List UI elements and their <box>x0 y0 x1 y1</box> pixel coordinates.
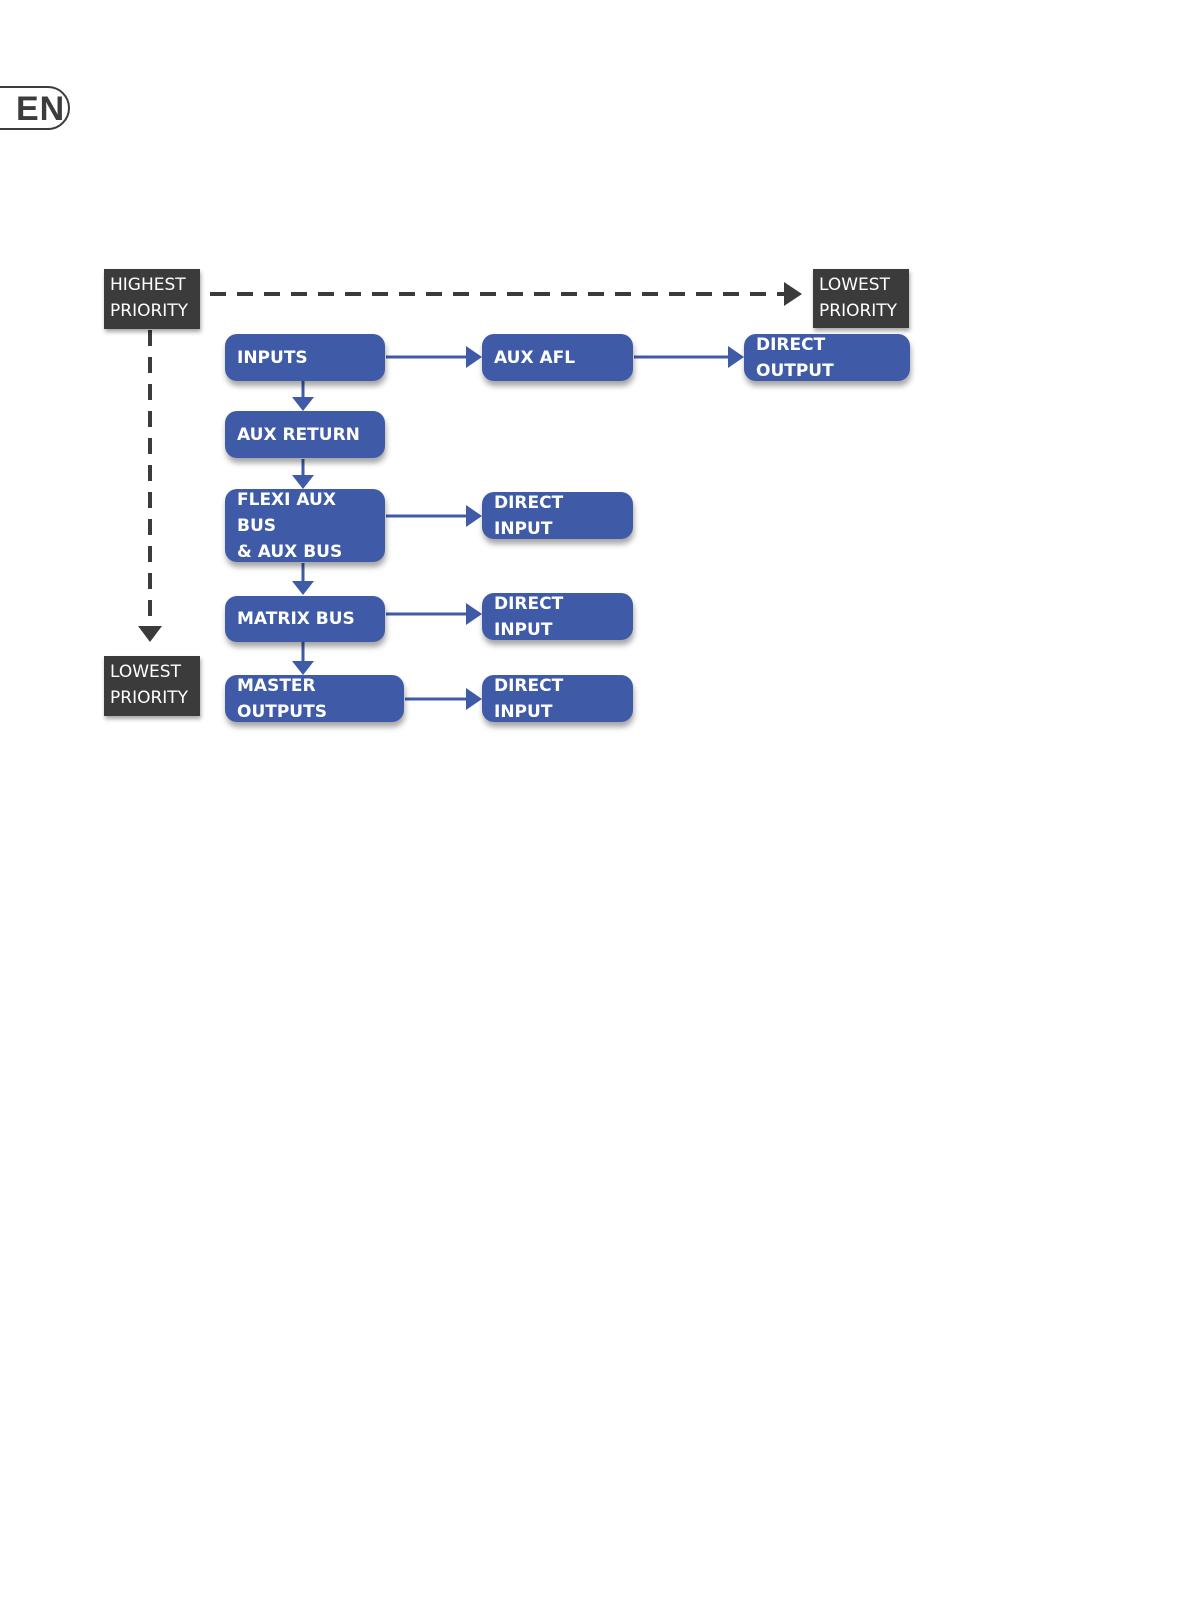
node-direct-input-2: DIRECT INPUT <box>482 593 633 640</box>
priority-arrowhead-right <box>784 282 802 306</box>
node-direct-input-3: DIRECT INPUT <box>482 675 633 722</box>
node-inputs: INPUTS <box>225 334 385 381</box>
arrowhead-direct-input-3 <box>466 688 482 710</box>
highest-priority-label: HIGHEST PRIORITY <box>104 269 200 329</box>
node-master-outputs: MASTER OUTPUTS <box>225 675 404 722</box>
lowest-priority-label-right: LOWEST PRIORITY <box>813 269 909 328</box>
arrowhead-aux-return <box>292 397 314 411</box>
lowest-priority-label-bottom: LOWEST PRIORITY <box>104 656 200 716</box>
priority-flow-diagram: HIGHEST PRIORITY LOWEST PRIORITY LOWEST … <box>0 0 1191 760</box>
node-direct-output: DIRECT OUTPUT <box>744 334 910 381</box>
arrowhead-direct-input-2 <box>466 603 482 625</box>
node-direct-input-1: DIRECT INPUT <box>482 492 633 539</box>
node-matrix-bus: MATRIX BUS <box>225 596 385 642</box>
node-flexi-aux-bus: FLEXI AUX BUS & AUX BUS <box>225 489 385 562</box>
arrowhead-aux-afl <box>466 346 482 368</box>
node-aux-afl: AUX AFL <box>482 334 633 381</box>
node-aux-return: AUX RETURN <box>225 411 385 458</box>
priority-arrowhead-down <box>138 626 162 642</box>
arrowhead-direct-input-1 <box>466 505 482 527</box>
arrowhead-direct-output <box>728 346 744 368</box>
arrowhead-matrix <box>292 581 314 595</box>
